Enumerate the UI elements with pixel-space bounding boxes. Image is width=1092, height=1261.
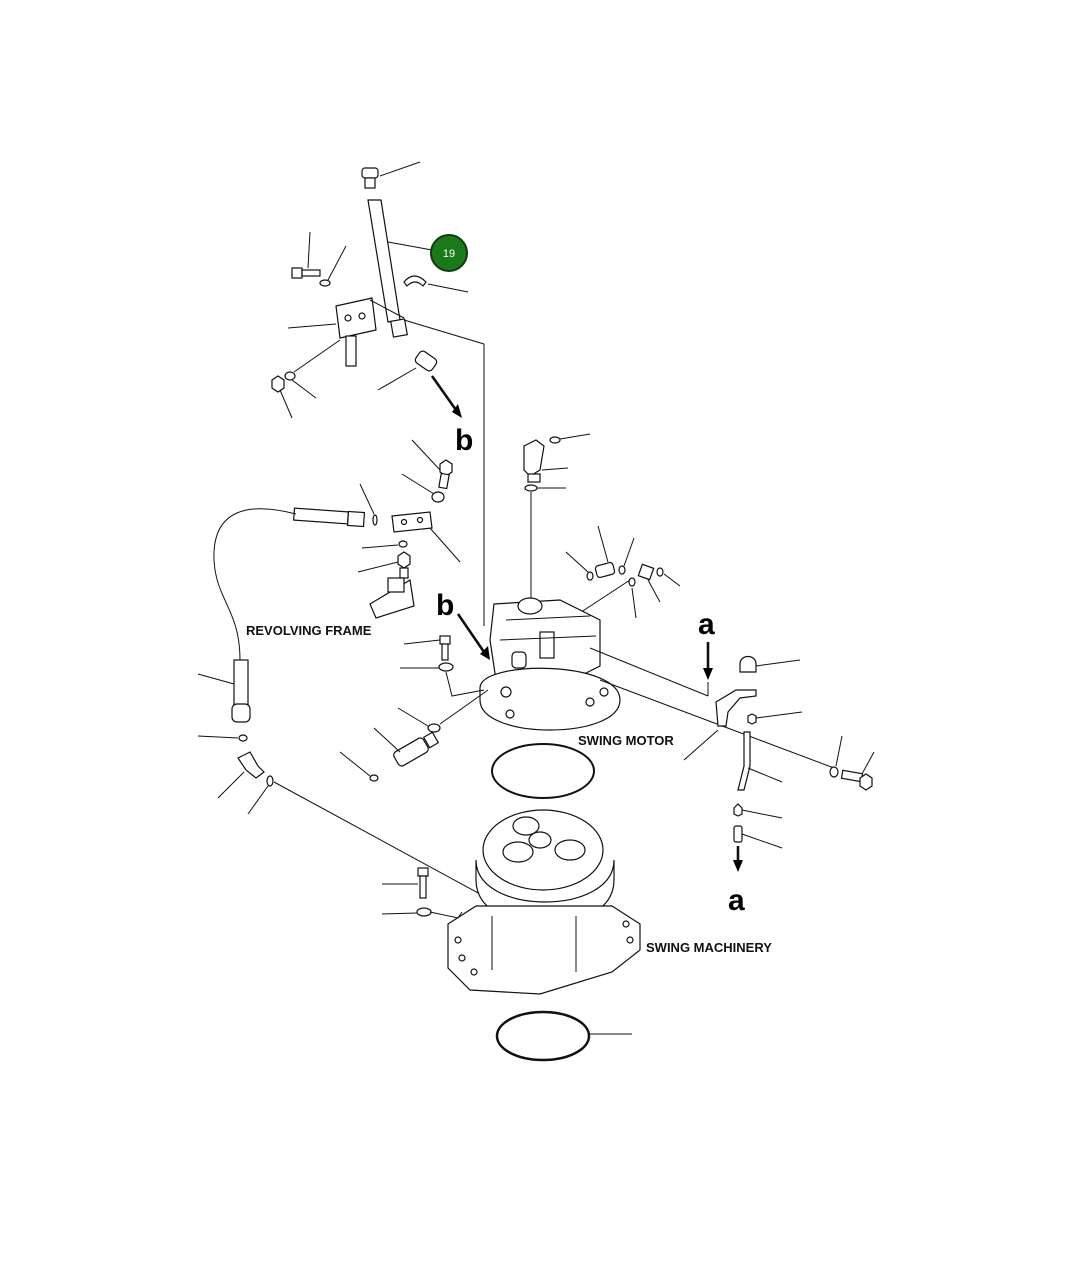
washer-mid: [431, 491, 445, 503]
o-ring-hose: [372, 514, 378, 526]
washer-upper-left: [319, 279, 331, 287]
ref-letter-a-bottom: a: [728, 884, 745, 917]
o-ring-left-1: [238, 734, 248, 742]
top-plug-fitting: [361, 167, 379, 189]
cap-plug-right: [739, 655, 757, 673]
large-o-ring-motor: [491, 743, 595, 799]
swing-motor: [479, 597, 621, 731]
callout-badge-19[interactable]: 19: [430, 234, 468, 272]
elbow-fitting-left: [237, 751, 265, 779]
bolt-motor-left: [439, 635, 451, 661]
adapter-small: [397, 551, 411, 579]
rod-right: [737, 731, 751, 791]
ref-letter-a-top: a: [698, 608, 715, 641]
bolt-right: [840, 769, 873, 791]
o-ring-left-2: [266, 775, 274, 787]
fitting-right-2: [628, 563, 664, 587]
nut-small-right: [733, 803, 743, 817]
cover-plate: [369, 577, 415, 619]
pipe: [367, 199, 408, 338]
bolt-machinery: [417, 867, 429, 899]
ref-letter-b-top: b: [455, 424, 473, 457]
label-swing-motor: SWING MOTOR: [578, 733, 674, 748]
label-swing-machinery: SWING MACHINERY: [646, 940, 772, 955]
washer-right: [829, 766, 839, 778]
large-o-ring-bottom: [495, 1010, 591, 1062]
ref-letter-b-mid: b: [436, 589, 454, 622]
o-ring-sensor: [369, 774, 379, 782]
hose-block: [391, 511, 433, 533]
bracket-right: [715, 689, 757, 727]
bolt-upper-left: [291, 267, 321, 279]
pipe-bracket: [335, 297, 377, 367]
washer-machinery: [416, 907, 432, 917]
o-ring-small-1: [398, 540, 408, 548]
o-ring-top-1: [549, 436, 561, 444]
pipe-clamp: [403, 275, 427, 287]
o-ring-top-2: [524, 484, 538, 492]
elbow-fitting-top: [523, 439, 545, 483]
grease-fitting-right: [733, 825, 743, 843]
flexible-hose: [213, 507, 366, 723]
label-revolving-frame: REVOLVING FRAME: [246, 623, 372, 638]
bolt-mid: [438, 459, 453, 490]
nut-left: [271, 375, 285, 393]
fitting-right-1: [586, 561, 626, 581]
swing-machinery: [447, 809, 641, 995]
callout-number: 19: [443, 248, 455, 260]
sensor-valve: [393, 731, 440, 767]
nut-right: [747, 713, 757, 725]
valve-plug-b: [414, 350, 438, 372]
washer-nut-left: [284, 371, 296, 381]
o-ring-motor: [427, 723, 441, 733]
washer-motor-left: [438, 662, 454, 672]
